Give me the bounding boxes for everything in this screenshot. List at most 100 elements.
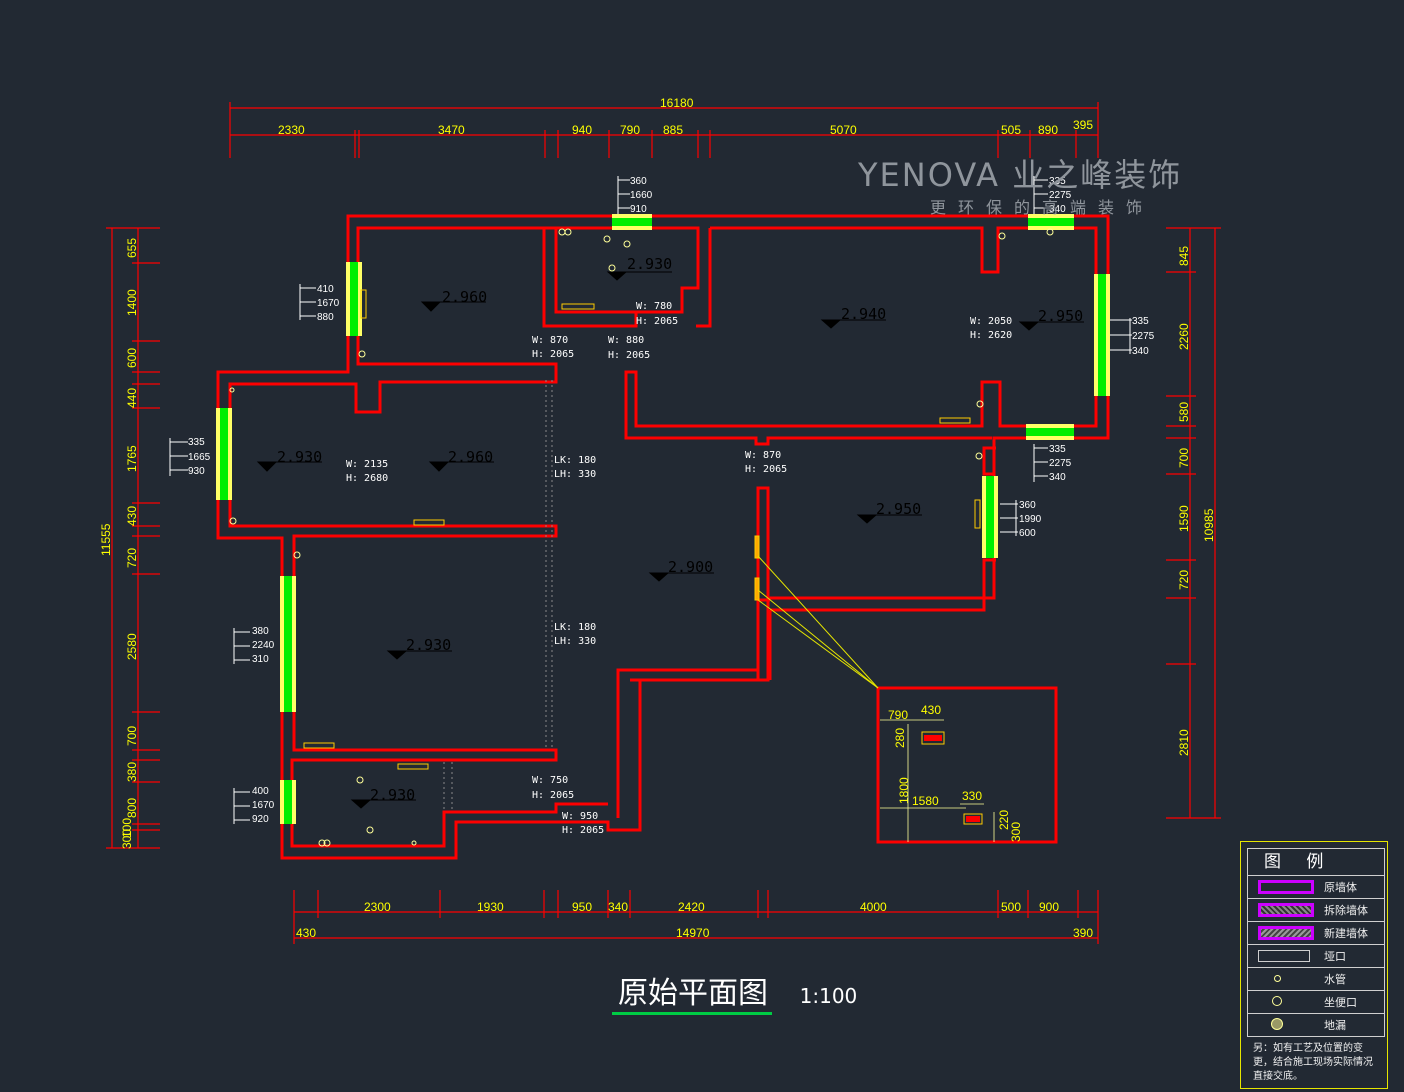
dim-left-12: 100 (120, 818, 134, 838)
elev-2: 2.940 (841, 305, 886, 323)
elevation-text: 2.960 2.930 2.940 2.950 2.930 2.960 2.95… (277, 255, 1083, 804)
win-left-3-2: 310 (252, 654, 269, 665)
win-right-mid-2: 340 (1049, 472, 1066, 483)
legend-swatch-opening (1258, 950, 1310, 962)
floor-drain-icon (1271, 1018, 1283, 1030)
detail-dim-lines (880, 719, 995, 842)
dim-left-3: 440 (125, 388, 139, 408)
opening-4-h: H: 2680 (346, 473, 388, 484)
opening-7-w: W: 950 (562, 811, 598, 822)
legend-item-original-wall: 原墙体 (1248, 876, 1384, 899)
win-left-2-2: 930 (188, 466, 205, 477)
legend-label: 新建墙体 (1324, 927, 1368, 940)
opening-6-w: W: 750 (532, 775, 568, 786)
legend-item-new-wall: 新建墙体 (1248, 922, 1384, 945)
win-top-mid-1: 1660 (630, 190, 653, 201)
legend-label: 拆除墙体 (1324, 904, 1368, 917)
legend-item-demolished-wall: 拆除墙体 (1248, 899, 1384, 922)
elev-1: 2.930 (627, 255, 672, 273)
legend-item-floor-drain: 地漏 (1248, 1014, 1384, 1037)
opening-0-w: W: 870 (532, 335, 568, 346)
pipe-dots (229, 228, 1054, 847)
legend-label: 垭口 (1324, 950, 1346, 963)
opening-1-w: W: 880 (608, 335, 644, 346)
dim-bottom-right-end: 390 (1073, 926, 1093, 940)
legend-label: 原墙体 (1324, 881, 1357, 894)
win-left-3-1: 2240 (252, 640, 275, 651)
dim-left-total: 11555 (99, 523, 113, 556)
detail-220: 220 (997, 810, 1011, 830)
win-right-upper-1: 2275 (1132, 331, 1155, 342)
dim-bottom-left-end: 430 (296, 926, 316, 940)
dim-top-7: 890 (1038, 123, 1058, 137)
legend-label: 地漏 (1324, 1019, 1346, 1032)
beam-1-lk: LK: 180 (554, 622, 596, 633)
opening-6-h: H: 2065 (532, 790, 574, 801)
win-left-2-1: 1665 (188, 452, 211, 463)
win-top-mid-2: 910 (630, 204, 647, 215)
win-left-1-2: 880 (317, 312, 334, 323)
dim-top-0: 2330 (278, 123, 305, 137)
beam-0-lk: LK: 180 (554, 455, 596, 466)
opening-labels: W: 870 H: 2065 W: 880 H: 2065 W: 780 H: … (346, 301, 1012, 836)
dim-right-5: 720 (1177, 570, 1191, 590)
dimension-text: 16180 2330 3470 940 790 885 5070 505 890… (99, 96, 1216, 940)
dim-bottom-1: 1930 (477, 900, 504, 914)
dimension-lines (106, 102, 1221, 944)
legend-label: 水管 (1324, 973, 1346, 986)
dim-right-1: 2260 (1177, 323, 1191, 350)
elev-9: 2.930 (370, 786, 415, 804)
elev-3: 2.950 (1038, 307, 1083, 325)
win-left-4-1: 1670 (252, 800, 275, 811)
dim-right-2: 580 (1177, 402, 1191, 422)
win-left-1-1: 1670 (317, 298, 340, 309)
win-left-4-0: 400 (252, 786, 269, 797)
legend-panel: 图 例 原墙体 拆除墙体 新建墙体 垭口 水管 坐便口 地漏 另：如 (1240, 841, 1388, 1089)
dim-right-total: 10985 (1202, 508, 1216, 542)
detail-430: 430 (921, 703, 941, 717)
dim-top-1: 3470 (438, 123, 465, 137)
legend-label: 坐便口 (1324, 996, 1357, 1009)
legend-note: 另：如有工艺及位置的变更，结合施工现场实际情况直接交底。 (1253, 1043, 1373, 1082)
detail-790: 790 (888, 708, 908, 722)
opening-2-w: W: 780 (636, 301, 672, 312)
legend-title: 图 例 (1248, 849, 1384, 876)
dim-left-5: 430 (125, 506, 139, 526)
opening-0-h: H: 2065 (532, 349, 574, 360)
elev-0: 2.960 (442, 288, 487, 306)
elev-6: 2.950 (876, 500, 921, 518)
opening-5-w: W: 870 (745, 450, 781, 461)
opening-3-w: W: 2050 (970, 316, 1012, 327)
dim-left-1: 1400 (125, 289, 139, 316)
dim-bottom-total: 14970 (676, 926, 710, 940)
window-labels: 360 1660 910 335 2275 340 335 2275 340 3… (188, 176, 1155, 825)
win-top-mid-0: 360 (630, 176, 647, 187)
beam-lines (443, 380, 553, 812)
opening-2-h: H: 2065 (636, 316, 678, 327)
win-top-right-0: 335 (1049, 176, 1066, 187)
beam-1-lh: LH: 330 (554, 636, 596, 647)
dim-left-6: 720 (125, 548, 139, 568)
dim-bottom-7: 900 (1039, 900, 1059, 914)
legend-item-water-pipe: 水管 (1248, 968, 1384, 991)
win-right-upper-2: 340 (1132, 346, 1149, 357)
dim-right-6: 2810 (1177, 729, 1191, 756)
drawing-scale: 1:100 (799, 984, 858, 1008)
fixtures (303, 289, 983, 825)
win-right-mid-0: 335 (1049, 444, 1066, 455)
legend-item-toilet-outlet: 坐便口 (1248, 991, 1384, 1014)
dim-bottom-4: 2420 (678, 900, 705, 914)
dim-bottom-0: 2300 (364, 900, 391, 914)
dim-bottom-5: 4000 (860, 900, 887, 914)
legend-item-opening: 垭口 (1248, 945, 1384, 968)
dim-left-11: 300 (120, 829, 134, 849)
win-right-low-1: 1990 (1019, 514, 1042, 525)
win-right-low-2: 600 (1019, 528, 1036, 539)
win-right-mid-1: 2275 (1049, 458, 1072, 469)
dim-bottom-2: 950 (572, 900, 592, 914)
dim-bottom-3: 340 (608, 900, 628, 914)
elevation-markers (256, 271, 1084, 809)
water-pipe-icon (1274, 975, 1281, 982)
brand-watermark: YENOVA 业之峰装饰 更环保的高端装饰 (858, 150, 1288, 218)
